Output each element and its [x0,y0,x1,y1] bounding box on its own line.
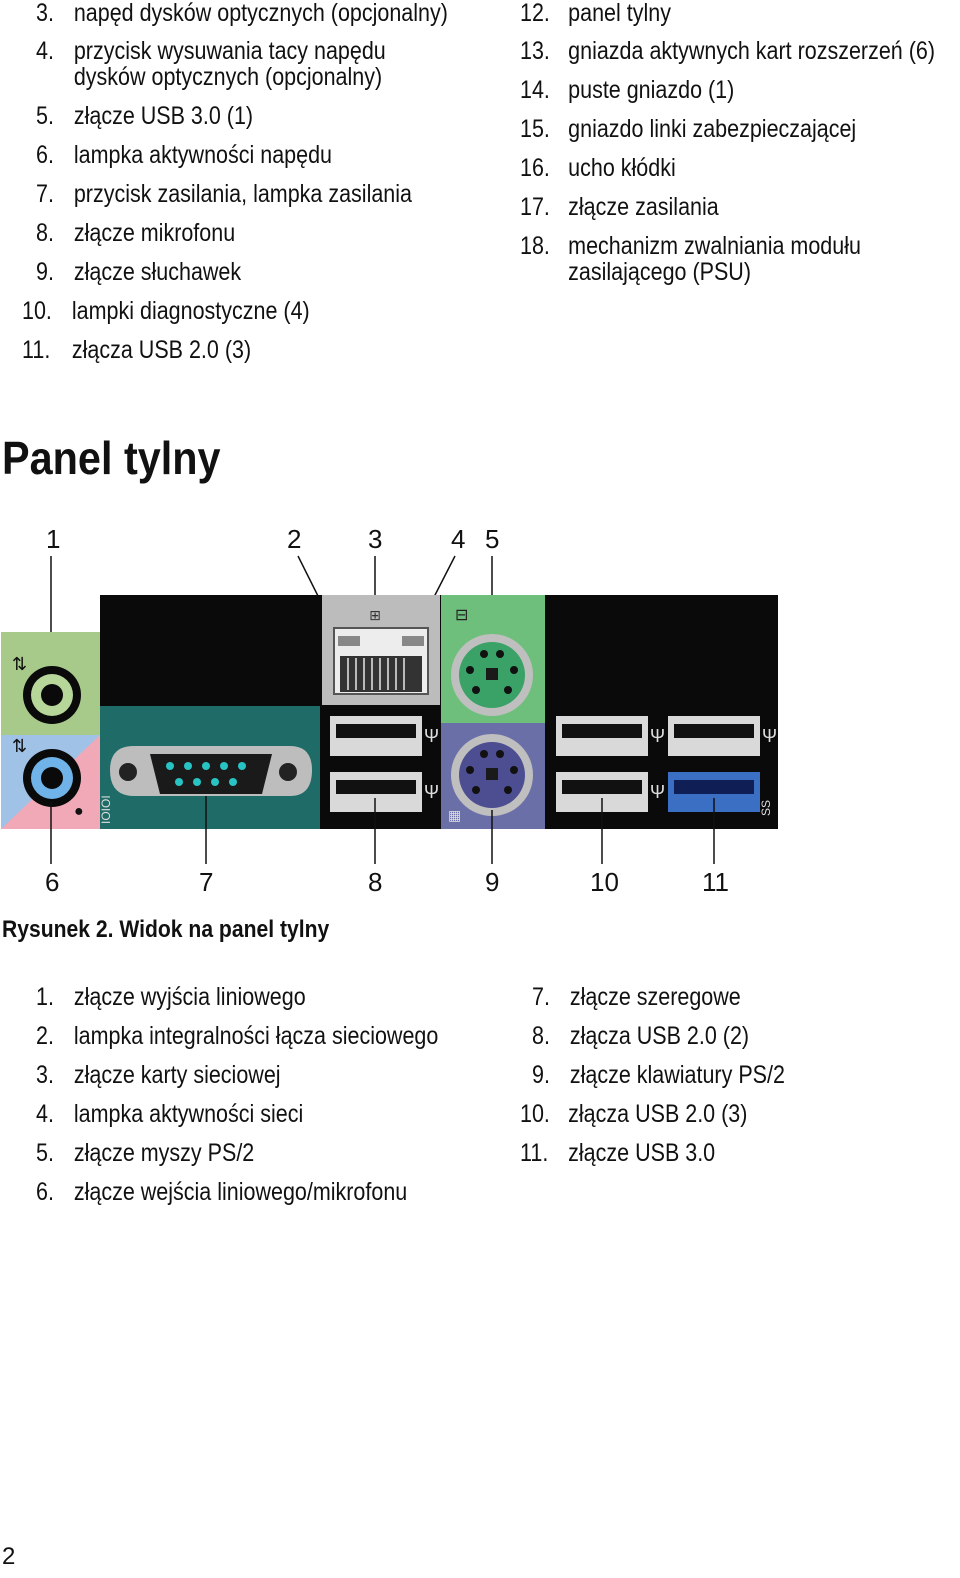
serial-marking: IOIOI [99,795,113,824]
usb-group-right: Ψ Ψ Ψ SS [556,716,777,816]
callout-1: 1 [46,524,60,554]
rear-panel-figure: 1 2 3 4 5 ⇅ ⇅ ● [0,520,790,905]
callout-4: 4 [451,524,465,554]
rear-panel-illustration: 1 2 3 4 5 ⇅ ⇅ ● [1,524,778,897]
usb-pair-left: Ψ Ψ [330,716,439,812]
callout-2: 2 [287,524,301,554]
line-in-icon: ⇅ [12,736,27,756]
section-title: Panel tylny [2,432,221,484]
usb-icon: Ψ [650,782,665,802]
usb-icon: Ψ [424,726,439,746]
callout-11: 11 [702,867,729,897]
keyboard-icon: ▦ [448,807,461,823]
usb3-marking: SS [759,800,773,816]
usb-icon: Ψ [650,726,665,746]
line-out-icon: ⇅ [12,654,27,674]
callout-10: 10 [590,867,619,897]
figure-caption: Rysunek 2. Widok na panel tylny [2,916,330,943]
leader-lines-bottom [50,796,715,864]
mouse-icon: ⊟ [455,607,468,624]
page-number: 2 [2,1543,16,1570]
callout-8: 8 [368,867,382,897]
microphone-icon: ● [74,803,84,820]
callout-3: 3 [368,524,382,554]
usb-icon: Ψ [424,782,439,802]
callout-6: 6 [45,867,59,897]
callout-7: 7 [199,867,213,897]
usb-icon: Ψ [762,726,777,746]
callout-5: 5 [485,524,499,554]
callout-9: 9 [485,867,499,897]
network-icon: ⊞ [369,607,381,623]
